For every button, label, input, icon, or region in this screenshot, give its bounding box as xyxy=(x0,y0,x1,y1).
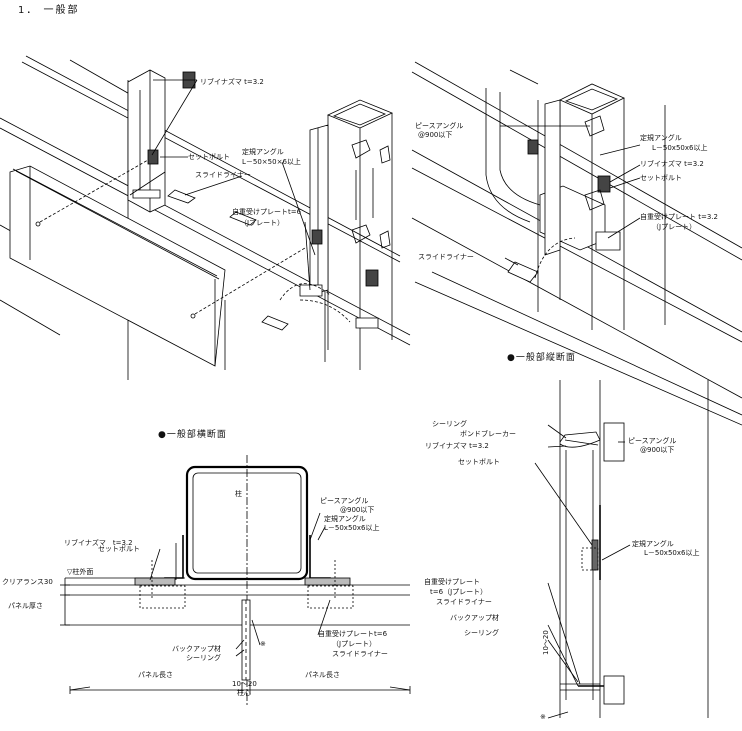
label-gap: 10～20 xyxy=(232,680,257,688)
label-slide-liner: スライドライナー xyxy=(418,253,474,261)
label-sealing-top: シーリング xyxy=(432,420,467,428)
label-backup-material: バックアップ材 xyxy=(450,614,499,622)
label-slide-liner: スライドライナー xyxy=(195,171,251,179)
label-panel-thickness: パネル厚さ xyxy=(8,602,43,610)
label-lightning-fastener: リブイナズマ t=3.2 xyxy=(64,539,133,547)
label-backup-material: バックアップ材 xyxy=(172,645,221,653)
label-piece-angle-pitch: @900以下 xyxy=(640,446,675,454)
iso-view-left xyxy=(0,55,411,380)
label-fixed-angle-spec: L－50x50x6以上 xyxy=(652,144,708,152)
label-column-center: 柱心 xyxy=(237,689,251,697)
label-column: 柱 xyxy=(235,490,242,498)
label-piece-angle-pitch: @900以下 xyxy=(340,506,375,514)
label-set-bolt: セットボルト xyxy=(98,545,140,553)
label-slide-liner: スライドライナー xyxy=(436,598,492,606)
label-set-bolt: セットボルト xyxy=(640,174,682,182)
label-asterisk: ※ xyxy=(260,640,266,648)
label-self-weight-plate: 自重受けプレート xyxy=(424,578,480,586)
label-slide-liner: スライドライナー xyxy=(332,650,388,658)
vertical-section xyxy=(534,380,709,719)
label-clearance: クリアランス30 xyxy=(2,578,53,586)
label-fixed-angle: 定規アングル xyxy=(242,148,284,156)
label-piece-angle-pitch: @900以下 xyxy=(418,131,453,139)
label-j-plate: （Jプレート） xyxy=(652,223,697,231)
label-self-weight-plate: 自重受けプレートt=6 xyxy=(318,630,388,638)
label-bond-breaker: ボンドブレーカー xyxy=(460,430,516,438)
label-asterisk: ※ xyxy=(540,713,546,721)
label-set-bolt: セットボルト xyxy=(458,458,500,466)
label-fixed-angle-spec: L－50×50×6以上 xyxy=(242,158,301,166)
label-sealing-bottom: シーリング xyxy=(464,629,499,637)
label-j-plate: t=6（Jプレート） xyxy=(430,588,488,596)
sheet-title: 1． 一般部 xyxy=(18,5,80,16)
label-column-face: ▽柱外面 xyxy=(67,568,94,576)
label-lightning-fastener: リブイナズマ t=3.2 xyxy=(640,160,704,168)
label-sealing: シーリング xyxy=(186,654,221,662)
label-fixed-angle-spec: L－50x50x6以上 xyxy=(644,549,700,557)
label-piece-angle: ピースアングル xyxy=(320,497,369,505)
label-piece-angle: ピースアングル xyxy=(415,122,464,130)
label-lightning-fastener: リブイナズマ t=3.2 xyxy=(200,78,264,86)
heading-horizontal-section: ●一般部横断面 xyxy=(158,430,227,440)
heading-vertical-section: ●一般部縦断面 xyxy=(507,353,576,363)
label-panel-length-left: パネル長さ xyxy=(138,671,173,679)
label-panel-length-right: パネル長さ xyxy=(305,671,340,679)
label-fixed-angle: 定規アングル xyxy=(632,540,674,548)
label-fixed-angle: 定規アングル xyxy=(640,134,682,142)
label-piece-angle: ピースアングル xyxy=(628,437,677,445)
label-self-weight-plate: 自重受けプレートt=6 xyxy=(232,208,302,216)
label-fixed-angle: 定規アングル xyxy=(324,515,366,523)
horizontal-section xyxy=(60,455,411,705)
label-set-bolt: セットボルト xyxy=(188,153,230,161)
label-gap: 10～20 xyxy=(542,630,550,655)
iso-view-right xyxy=(411,61,742,426)
label-self-weight-plate: 自重受けプレート t=3.2 xyxy=(640,213,718,221)
label-j-plate: （Jプレート） xyxy=(332,640,377,648)
label-lightning-fastener: リブイナズマ t=3.2 xyxy=(425,442,489,450)
label-j-plate: （Jプレート） xyxy=(240,219,285,227)
label-fixed-angle-spec: L－50x50x6以上 xyxy=(324,524,380,532)
